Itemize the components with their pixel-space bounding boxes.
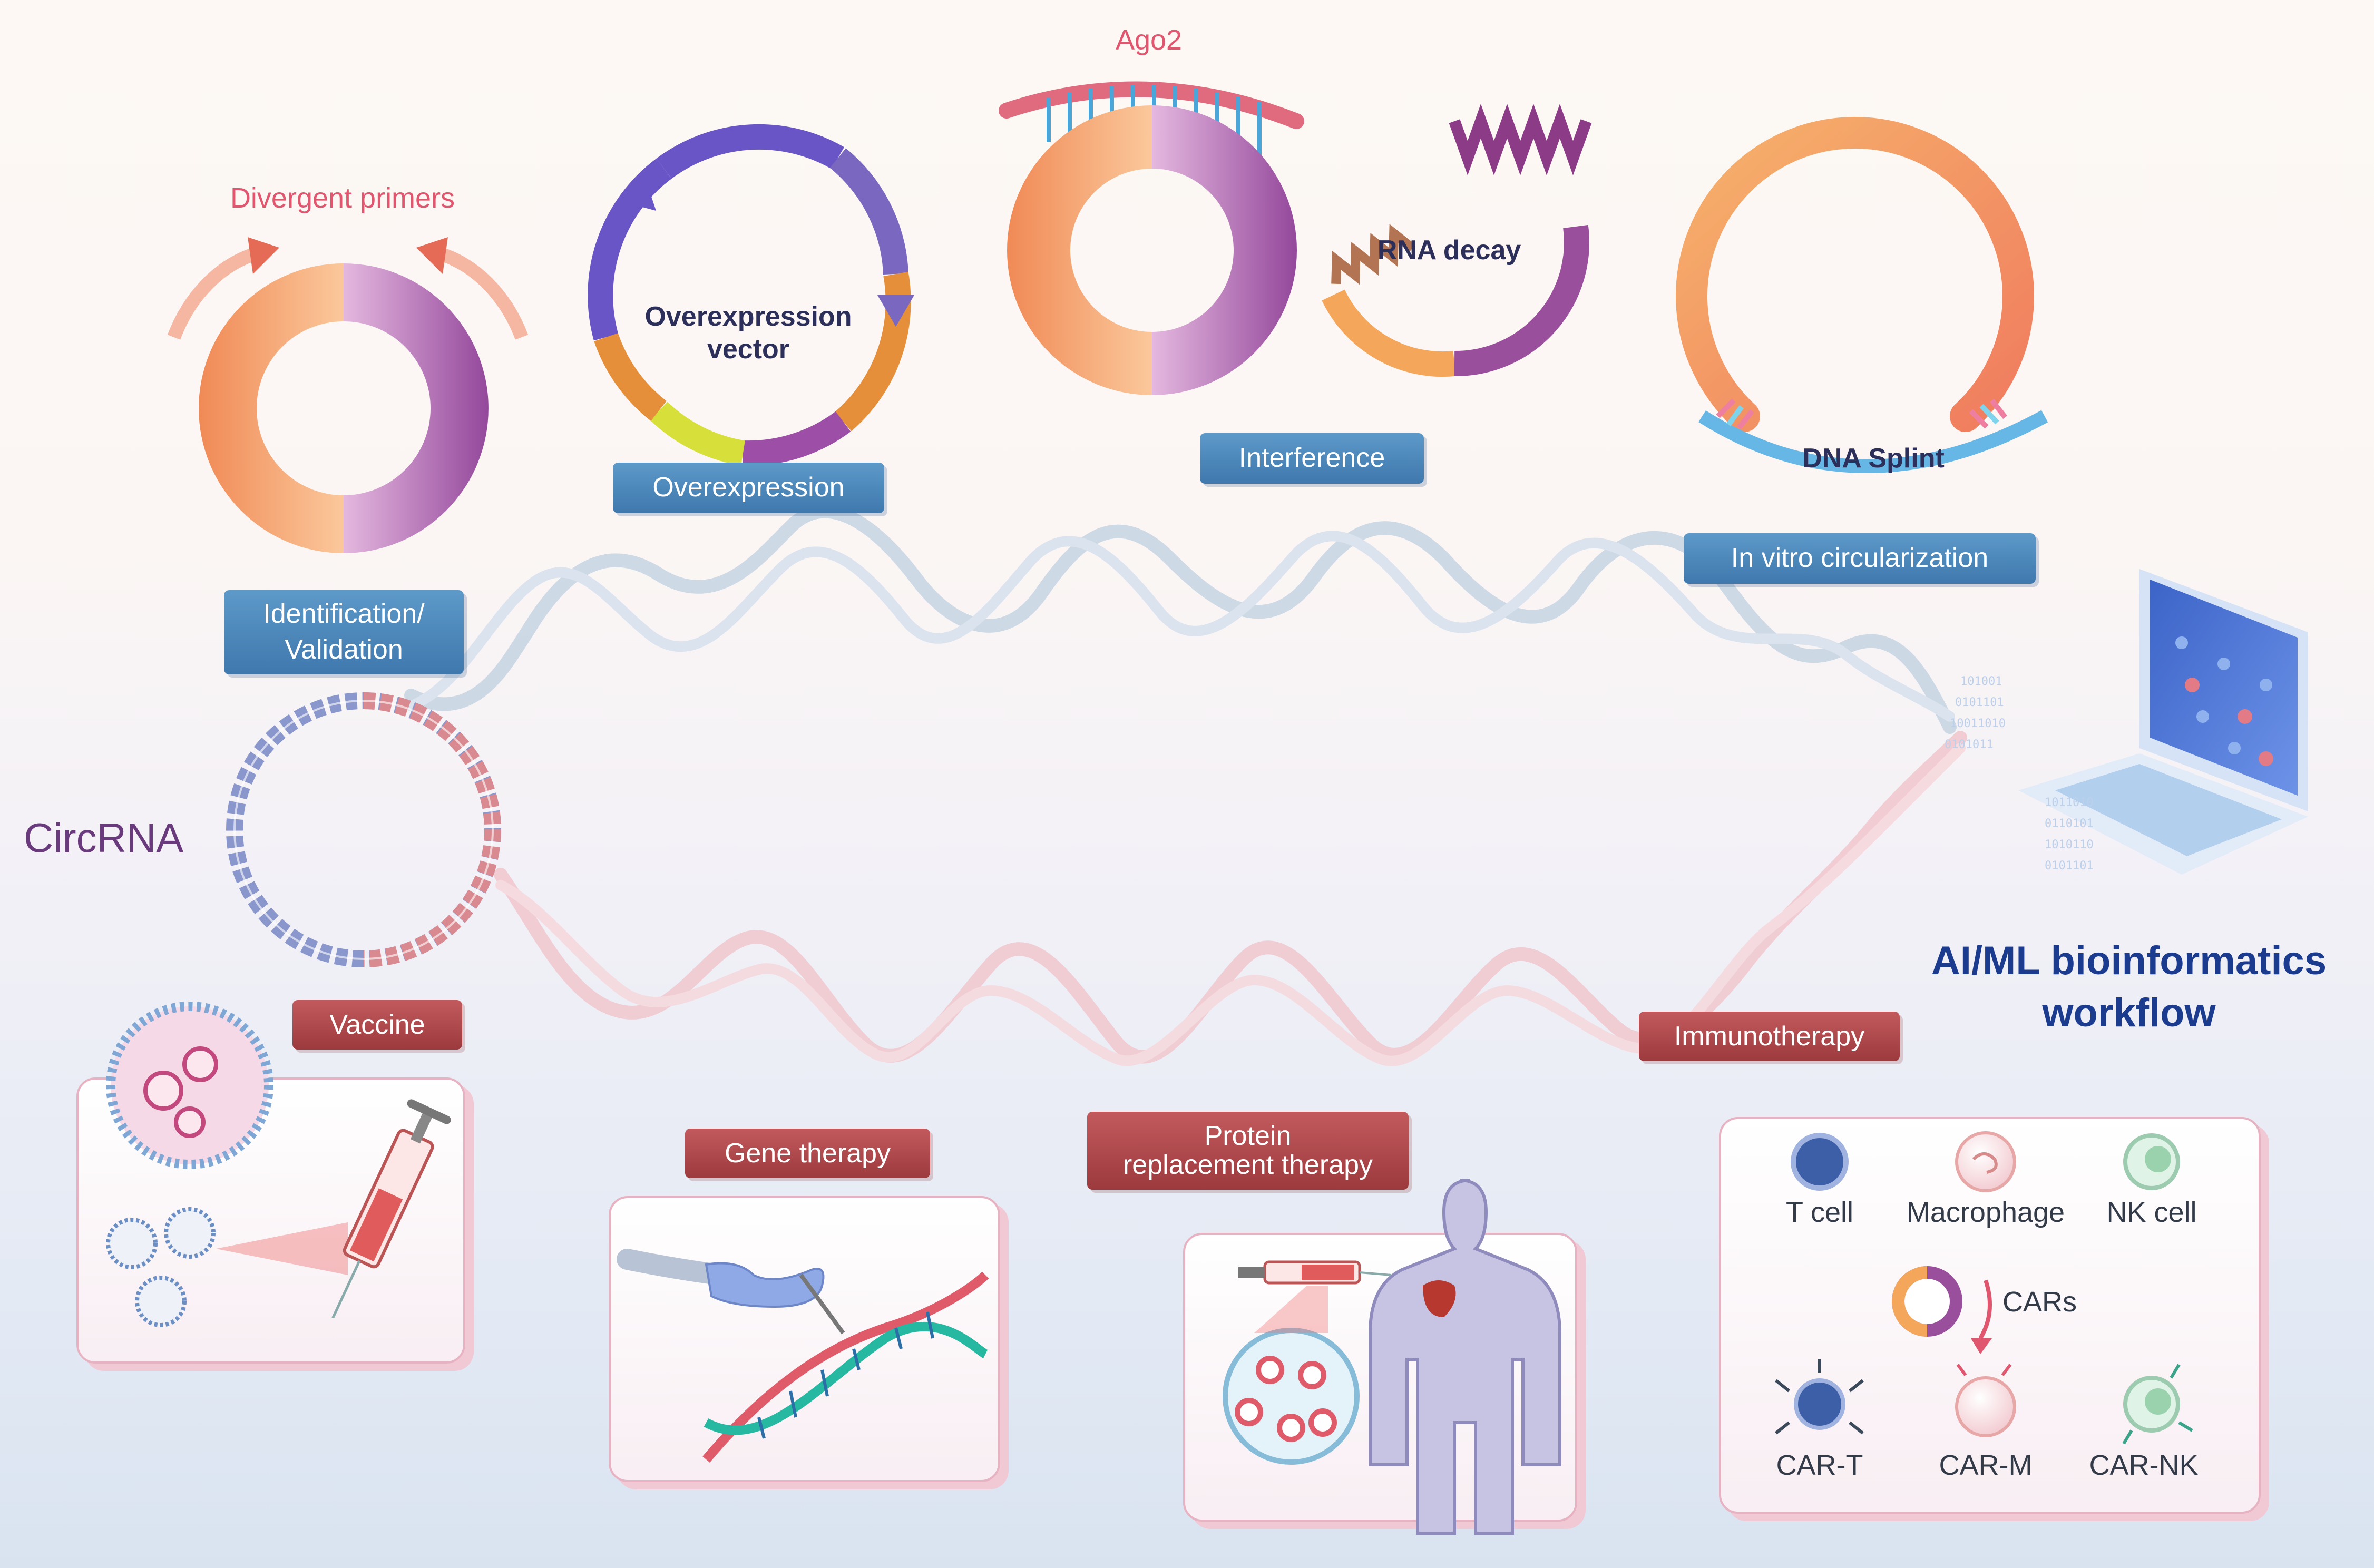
svg-text:0101101: 0101101 <box>1955 696 2004 709</box>
nk-cell-label: NK cell <box>2106 1197 2197 1228</box>
svg-text:0101011: 0101011 <box>1945 738 1994 751</box>
svg-text:10011010: 10011010 <box>1950 717 2006 730</box>
gene-therapy-art <box>617 1249 989 1463</box>
interference-button[interactable]: Interference <box>1200 433 1424 484</box>
dna-helix-bottom <box>494 731 1967 1066</box>
overexpression-button[interactable]: Overexpression <box>613 463 884 513</box>
protein-replacement-art <box>1223 1179 1561 1535</box>
circrna-helix-ring <box>226 692 501 967</box>
overexpression-vector-label: Overexpression vector <box>644 301 852 365</box>
vaccine-art <box>106 1002 451 1327</box>
cars-label: CARs <box>2002 1286 2077 1318</box>
dna-splint-label: DNA Splint <box>1802 443 1945 474</box>
ago2-label: Ago2 <box>1115 24 1183 56</box>
svg-text:101001: 101001 <box>1960 675 2002 688</box>
rna-decay-label: RNA decay <box>1377 235 1521 266</box>
gene-therapy-button[interactable]: Gene therapy <box>685 1129 930 1178</box>
circrna-title: CircRNA <box>24 815 184 861</box>
dna-splint-circrna <box>1676 116 2048 473</box>
ai-ml-workflow-title: AI/ML bioinformatics workflow <box>1931 938 2327 1035</box>
svg-text:0101101: 0101101 <box>2045 859 2094 873</box>
immunotherapy-button[interactable]: Immunotherapy <box>1639 1012 1900 1061</box>
svg-text:0110101: 0110101 <box>2045 817 2094 830</box>
macrophage-label: Macrophage <box>1906 1197 2065 1228</box>
car-m-label: CAR-M <box>1939 1449 2033 1481</box>
svg-text:1010110: 1010110 <box>2045 838 2094 851</box>
car-nk-label: CAR-NK <box>2089 1449 2199 1481</box>
vaccine-button[interactable]: Vaccine <box>292 1000 462 1050</box>
t-cell-label: T cell <box>1785 1197 1854 1228</box>
svg-text:1011010: 1011010 <box>2045 796 2094 809</box>
divergent-primers-label: Divergent primers <box>230 182 455 214</box>
rna-decay-icon <box>1322 104 1592 377</box>
overexpression-vector-icon <box>588 124 914 466</box>
identification-validation-button[interactable]: Identification/ Validation <box>224 590 464 674</box>
interference-circrna-ago2 <box>999 81 1304 395</box>
protein-replacement-button[interactable]: Protein replacement therapy <box>1087 1112 1409 1190</box>
in-vitro-circularization-button[interactable]: In vitro circularization <box>1684 533 2036 584</box>
laptop-icon: 101001 0101101 10011010 0101011 1011010 0110… <box>1945 569 2308 875</box>
car-t-label: CAR-T <box>1776 1449 1863 1481</box>
divergent-primers-circrna <box>167 237 529 553</box>
immunotherapy-cells-art <box>1775 1131 2193 1445</box>
